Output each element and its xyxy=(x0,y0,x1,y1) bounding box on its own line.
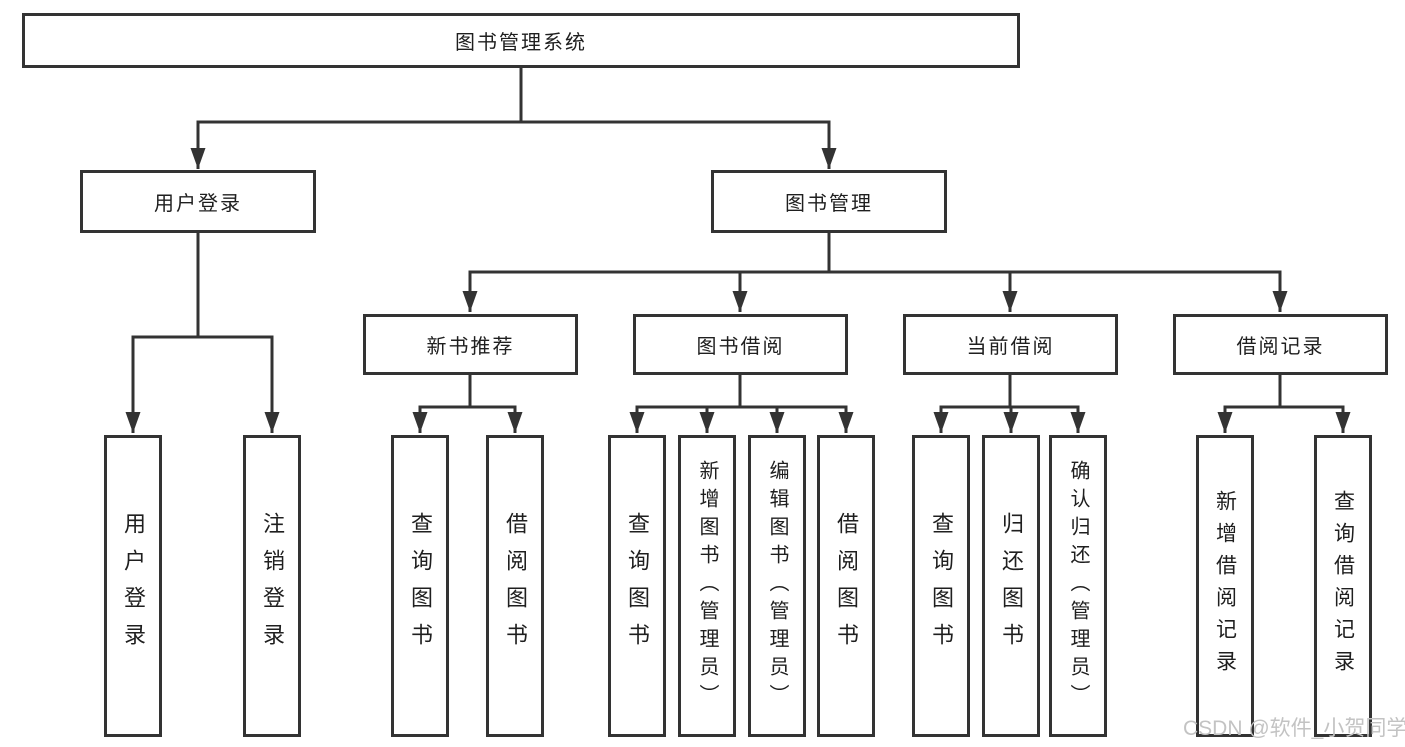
leaf-br-add-record-label: 新增借阅记录 xyxy=(1213,490,1237,682)
node-book-mgmt: 图书管理 xyxy=(711,170,947,233)
leaf-cb-confirm-return-admin: 确认归还（管理员） xyxy=(1049,435,1107,737)
node-root-label: 图书管理系统 xyxy=(455,32,587,54)
node-book-borrow-label: 图书借阅 xyxy=(696,336,785,358)
leaf-nbr-borrow-books: 借阅图书 xyxy=(486,435,544,737)
node-user-login: 用户登录 xyxy=(80,170,316,233)
leaf-br-query-record: 查询借阅记录 xyxy=(1314,435,1372,737)
leaf-nbr-query-books: 查询图书 xyxy=(391,435,449,737)
fork-book-borrow xyxy=(635,375,848,409)
leaf-cb-return-books: 归还图书 xyxy=(982,435,1040,737)
fork-root xyxy=(196,68,831,124)
leaf-br-add-record: 新增借阅记录 xyxy=(1196,435,1254,737)
node-new-book-rec: 新书推荐 xyxy=(363,314,578,375)
leaf-user-login-label: 用户登录 xyxy=(121,512,146,660)
csdn-watermark: CSDN @软件_小贺同学 xyxy=(1183,717,1405,740)
leaf-cb-confirm-return-admin-label: 确认归还（管理员） xyxy=(1067,460,1089,712)
leaf-bb-edit-books-admin: 编辑图书（管理员） xyxy=(748,435,806,737)
fork-book-mgmt xyxy=(468,233,1282,274)
leaf-bb-borrow-books-label: 借阅图书 xyxy=(834,512,859,660)
node-current-borrow: 当前借阅 xyxy=(903,314,1118,375)
node-new-book-rec-label: 新书推荐 xyxy=(426,336,515,358)
node-borrow-records-label: 借阅记录 xyxy=(1236,336,1325,358)
leaf-bb-query-books: 查询图书 xyxy=(608,435,666,737)
leaf-cb-query-books: 查询图书 xyxy=(912,435,970,737)
fork-current-borrow xyxy=(939,375,1080,409)
leaf-cb-query-books-label: 查询图书 xyxy=(929,512,954,660)
leaf-nbr-query-books-label: 查询图书 xyxy=(408,512,433,660)
node-book-mgmt-label: 图书管理 xyxy=(785,193,873,215)
node-root: 图书管理系统 xyxy=(22,13,1020,68)
leaf-cb-return-books-label: 归还图书 xyxy=(999,512,1024,660)
leaf-bb-borrow-books: 借阅图书 xyxy=(817,435,875,737)
leaf-bb-add-books-admin: 新增图书（管理员） xyxy=(678,435,736,737)
node-current-borrow-label: 当前借阅 xyxy=(966,336,1055,358)
leaf-br-query-record-label: 查询借阅记录 xyxy=(1331,490,1355,682)
leaf-bb-edit-books-admin-label: 编辑图书（管理员） xyxy=(766,460,788,712)
leaf-user-login: 用户登录 xyxy=(104,435,162,737)
leaf-bb-add-books-admin-label: 新增图书（管理员） xyxy=(696,460,718,712)
node-book-borrow: 图书借阅 xyxy=(633,314,848,375)
fork-borrow-records xyxy=(1223,375,1345,409)
leaf-logout: 注销登录 xyxy=(243,435,301,737)
leaf-nbr-borrow-books-label: 借阅图书 xyxy=(503,512,528,660)
node-user-login-label: 用户登录 xyxy=(154,193,242,215)
fork-user-login xyxy=(131,233,274,339)
node-borrow-records: 借阅记录 xyxy=(1173,314,1388,375)
fork-new-book-rec xyxy=(418,375,517,409)
leaf-bb-query-books-label: 查询图书 xyxy=(625,512,650,660)
leaf-logout-label: 注销登录 xyxy=(260,512,285,660)
